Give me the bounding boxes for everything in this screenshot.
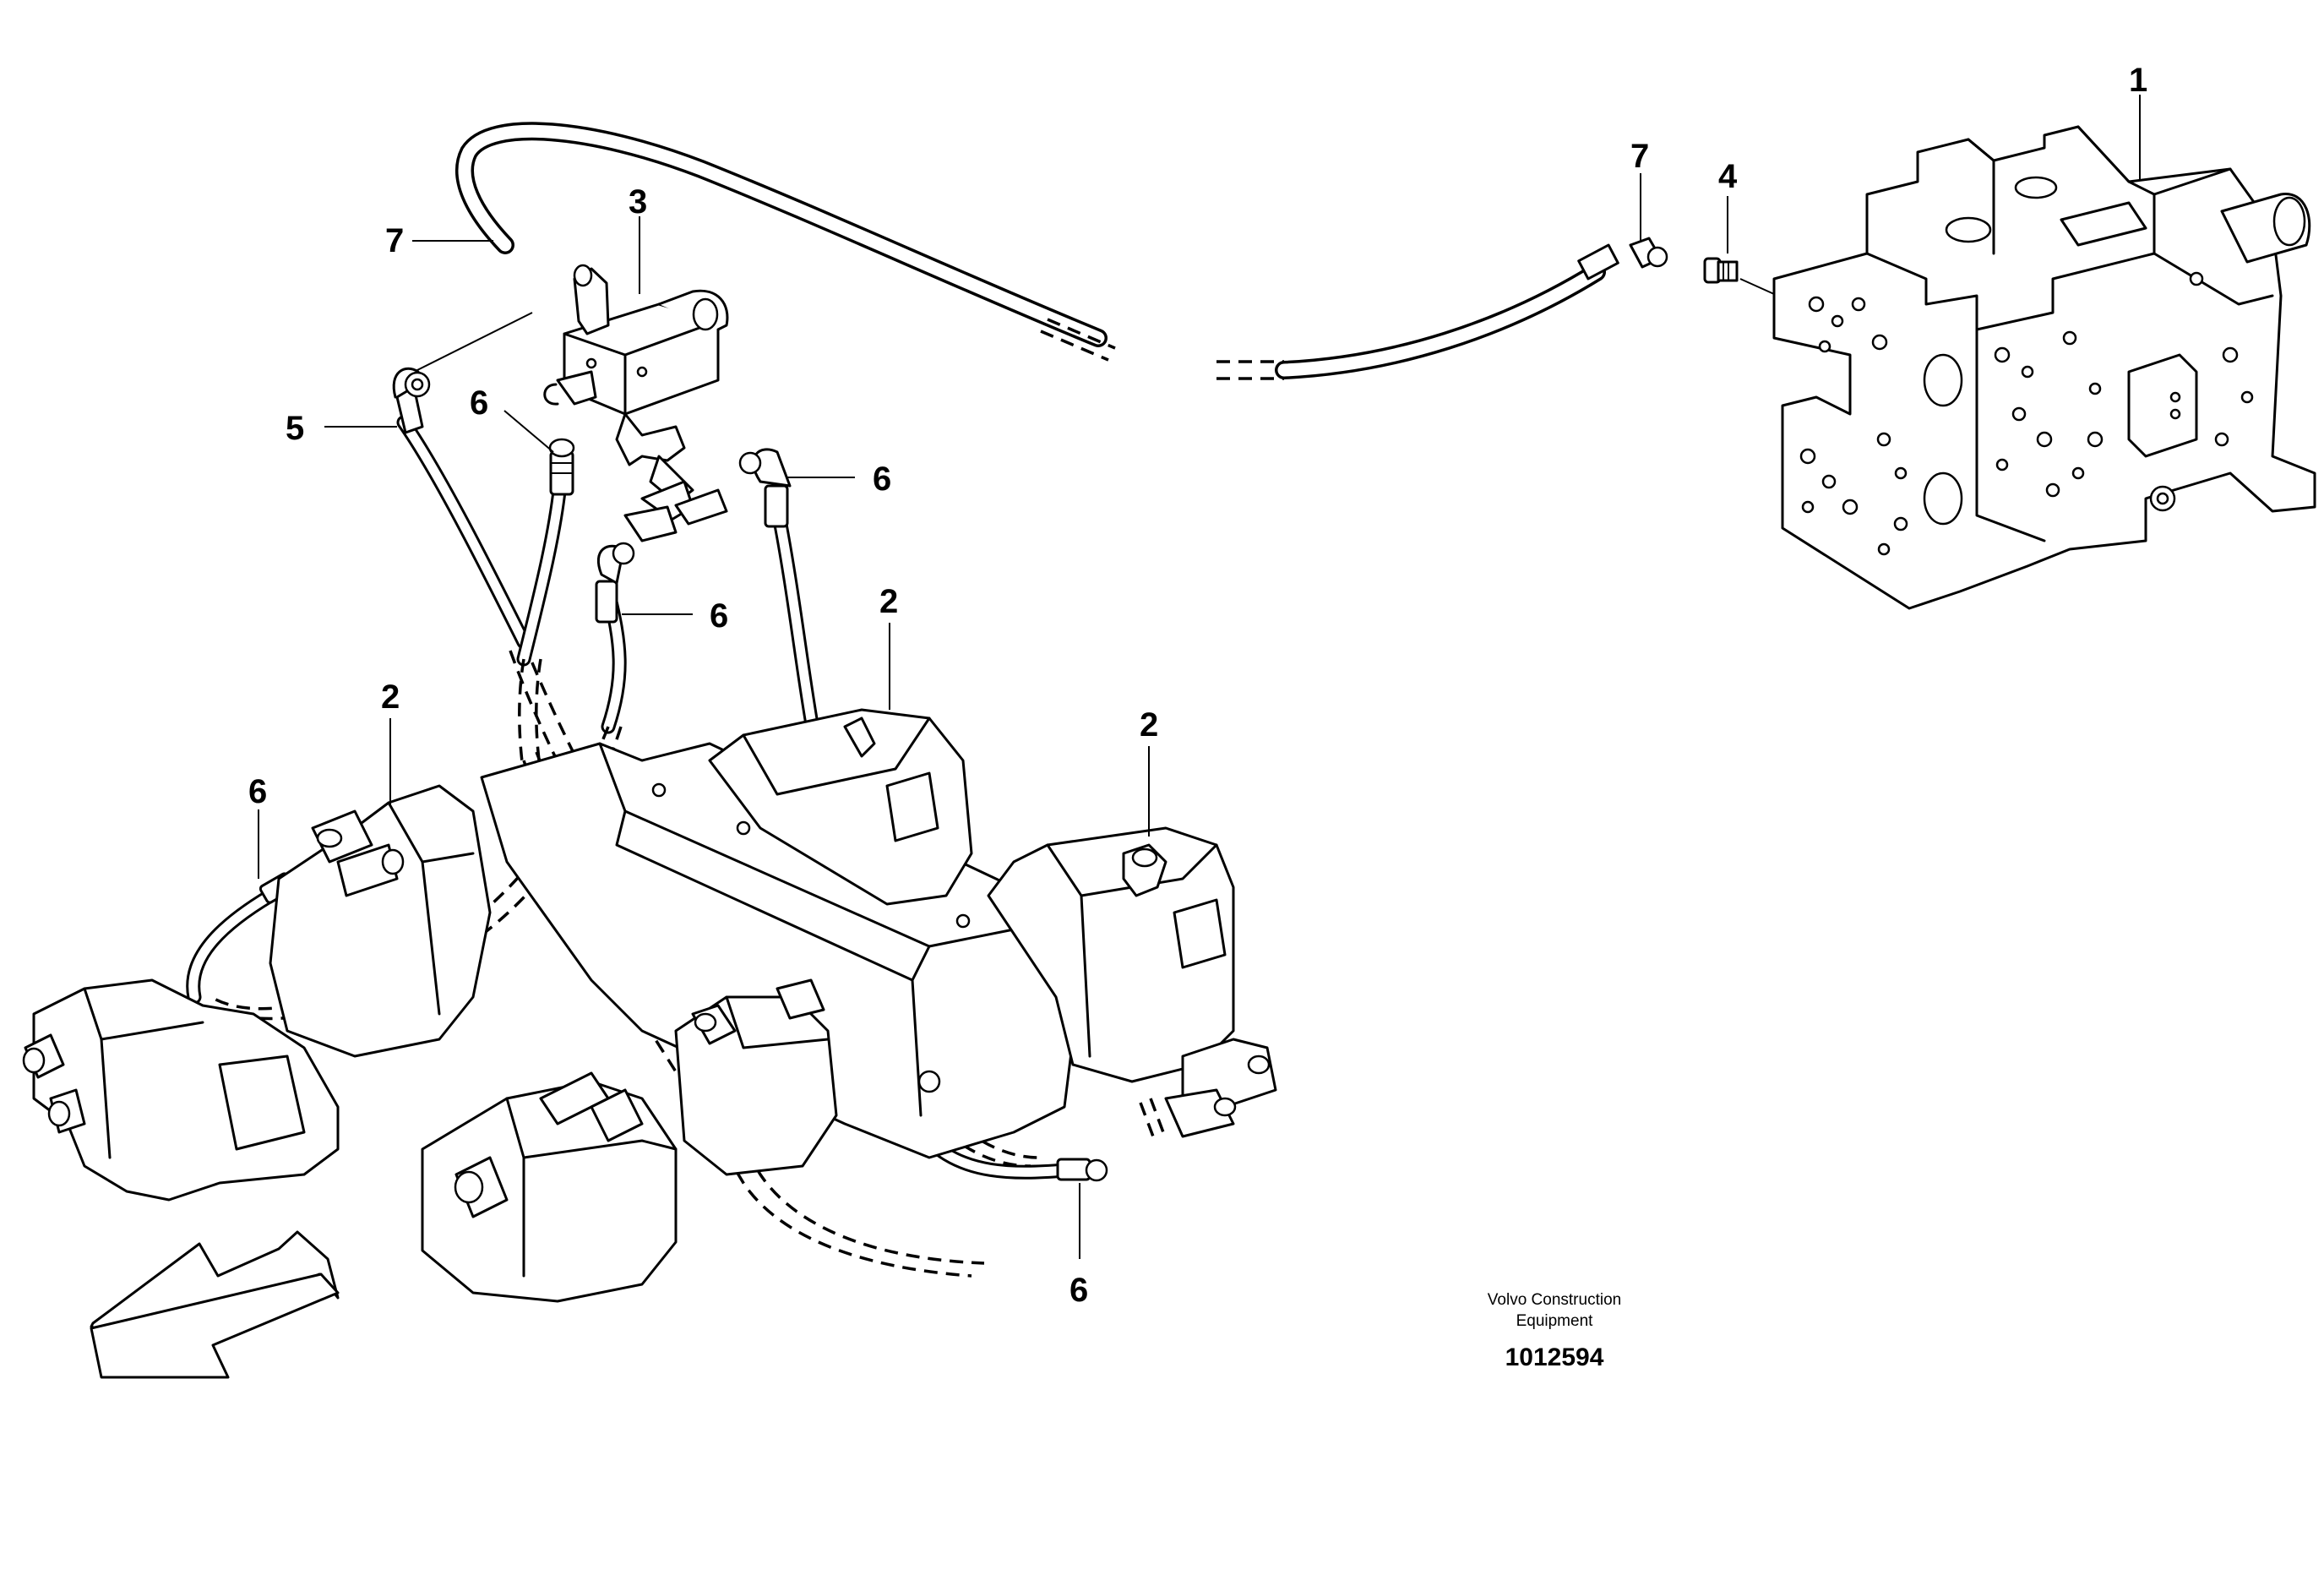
forward-direction-arrow-icon [90,1230,340,1379]
callout-6-lower-right: 6 [1069,1272,1088,1309]
leader-lines [258,95,2141,1259]
transmission-assembly [22,708,1277,1303]
hose-item-6-upper-right [738,448,823,751]
callout-1: 1 [2129,62,2147,99]
control-valve-item-1 [1772,125,2316,610]
callout-2-middle: 2 [879,583,898,620]
hose-item-6-upper-left [516,438,575,667]
callout-7-right: 7 [1630,138,1649,175]
credit-line-2: Equipment [1516,1312,1594,1330]
nipple-item-4 [1703,257,1775,295]
credit-block: Volvo Construction Equipment 1012594 [1488,1291,1621,1371]
callout-labels: 1 2 2 2 3 4 5 6 6 6 6 6 7 7 [248,62,2147,1309]
callout-2-left: 2 [381,679,400,716]
callout-7-left: 7 [385,222,404,259]
hose-item-6-upper-mid [595,542,635,734]
callout-5: 5 [286,410,304,447]
credit-line-1: Volvo Construction [1488,1291,1621,1309]
callout-2-right: 2 [1140,706,1158,744]
valve-item-3 [413,264,729,542]
callout-6-upper-left: 6 [470,384,488,422]
callout-6-middle: 6 [710,597,728,635]
callout-3: 3 [629,183,647,221]
long-hose [455,122,1668,380]
callout-4: 4 [1718,158,1738,195]
part-number: 1012594 [1505,1343,1604,1371]
callout-6-lower-left: 6 [248,773,267,810]
callout-6-upper-right: 6 [873,461,891,498]
